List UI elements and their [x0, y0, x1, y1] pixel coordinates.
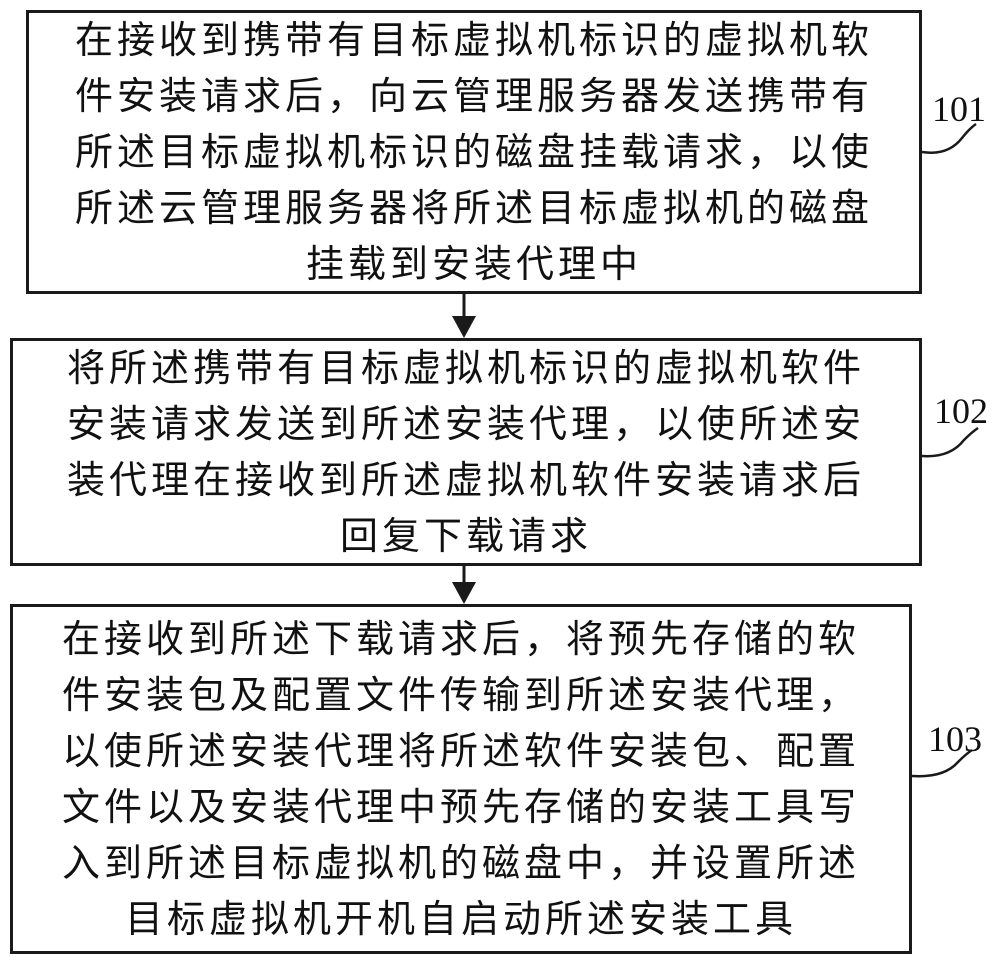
step-number-101: 101	[932, 89, 986, 129]
step-text-102: 将所述携带有目标虚拟机标识的虚拟机软件 安装请求发送到所述安装代理，以使所述安 …	[66, 346, 865, 558]
step-text-103: 在接收到所述下载请求后，将预先存储的软 件安装包及配置文件传输到所述安装代理， …	[61, 617, 860, 941]
step-number-103: 103	[928, 719, 982, 759]
arrow-head-101-102	[452, 316, 476, 338]
step-text-101: 在接收到携带有目标虚拟机标识的虚拟机软 件安装请求后，向云管理服务器发送携带有 …	[74, 18, 873, 286]
step-box-103: 在接收到所述下载请求后，将预先存储的软 件安装包及配置文件传输到所述安装代理， …	[10, 604, 912, 954]
step-box-101: 在接收到携带有目标虚拟机标识的虚拟机软 件安装请求后，向云管理服务器发送携带有 …	[26, 10, 922, 294]
leader-line-102	[921, 426, 979, 458]
step-number-102: 102	[934, 391, 988, 431]
step-box-102: 将所述携带有目标虚拟机标识的虚拟机软件 安装请求发送到所述安装代理，以使所述安 …	[10, 338, 922, 566]
arrow-head-102-103	[452, 582, 476, 604]
